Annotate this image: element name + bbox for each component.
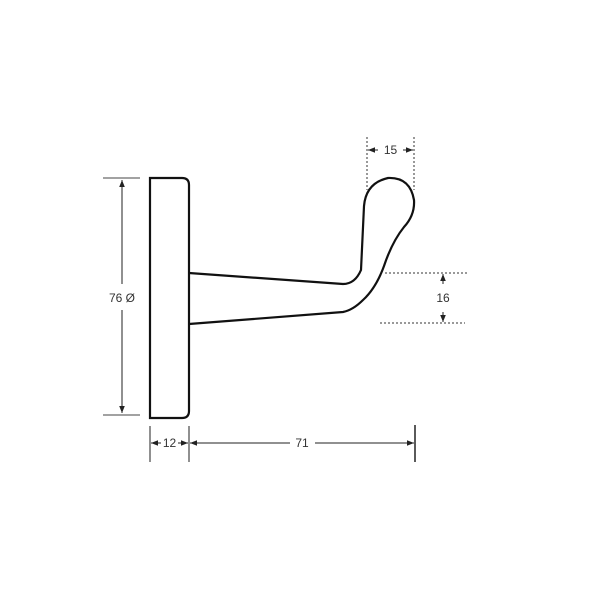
tip-width-label: 15 (384, 143, 398, 157)
hook-arm (188, 176, 416, 326)
dimension-plate-thickness: 12 (149, 426, 190, 462)
plate-thickness-label: 12 (163, 436, 177, 450)
dimension-tip-width: 15 (366, 137, 415, 190)
dimension-tip-height: 16 (380, 272, 468, 324)
base-plate (148, 176, 191, 420)
projection-label: 71 (295, 436, 309, 450)
dimension-diameter: 76 Ø (103, 177, 140, 416)
diameter-label: 76 Ø (109, 291, 135, 305)
tip-height-label: 16 (436, 291, 450, 305)
dimension-projection: 71 (190, 425, 416, 462)
